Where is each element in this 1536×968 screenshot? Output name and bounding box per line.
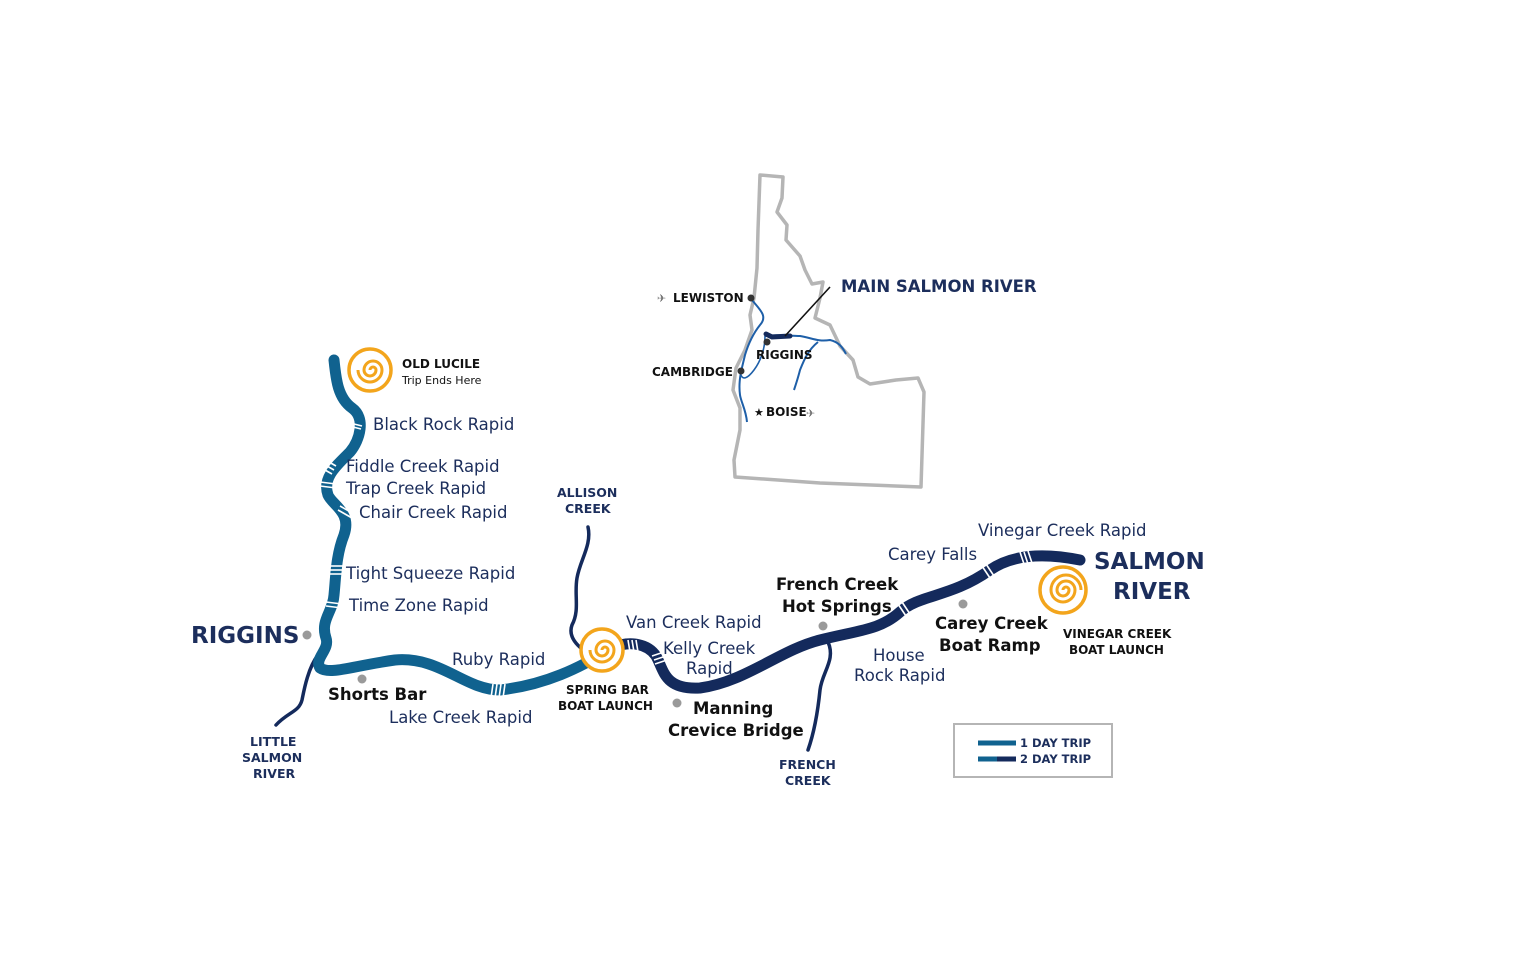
little-salmon-river-stream	[274, 653, 320, 727]
spring-bar-launch-label-1: SPRING BAR	[566, 683, 649, 697]
french-creek-label-2: CREEK	[785, 773, 832, 788]
spiral-launch-icon	[579, 627, 625, 673]
trap-creek-rapid-label: Trap Creek Rapid	[345, 479, 486, 498]
french-creek-hot-springs-dot	[818, 621, 828, 631]
french-creek-hot-springs-label-2: Hot Springs	[782, 597, 892, 616]
snake-river	[738, 299, 765, 423]
two-day-trip-legend-label: 2 DAY TRIP	[1020, 752, 1091, 766]
manning-crevice-label-1: Manning	[693, 699, 773, 718]
vinegar-creek-launch-label-1: VINEGAR CREEK	[1063, 627, 1172, 641]
lewiston-dot	[747, 294, 755, 302]
place-dots	[302, 599, 968, 708]
spring-bar-launch-label-2: BOAT LAUNCH	[558, 699, 653, 713]
airplane-icon: ✈	[657, 293, 666, 305]
one-day-trip-legend-label: 1 DAY TRIP	[1020, 736, 1091, 750]
vinegar-creek-rapid-label: Vinegar Creek Rapid	[978, 521, 1147, 540]
old-lucile-sublabel: Trip Ends Here	[401, 374, 482, 387]
allison-creek-label-1: ALLISON	[557, 485, 617, 500]
little-salmon-inset	[739, 335, 766, 379]
old-lucile-label: OLD LUCILE	[402, 357, 480, 371]
shorts-bar-label: Shorts Bar	[328, 685, 427, 704]
cambridge-dot	[737, 367, 745, 375]
little-salmon-label-3: RIVER	[253, 766, 295, 781]
fiddle-creek-rapid-label: Fiddle Creek Rapid	[346, 457, 500, 476]
allison-creek-stream	[569, 525, 591, 654]
carey-creek-boat-ramp-label-2: Boat Ramp	[939, 636, 1041, 655]
salmon-river-title-2: RIVER	[1113, 579, 1191, 605]
black-rock-rapid-label: Black Rock Rapid	[373, 415, 514, 434]
airplane-icon: ✈	[806, 408, 815, 420]
time-zone-rapid-label: Time Zone Rapid	[348, 596, 489, 615]
lewiston-label: LEWISTON	[673, 291, 744, 305]
french-creek-label-1: FRENCH	[779, 757, 836, 772]
riggins-dot	[302, 630, 312, 640]
main-salmon-river-label: MAIN SALMON RIVER	[841, 277, 1037, 296]
salmon-river-title-1: SALMON	[1094, 549, 1205, 575]
house-rock-rapid-label-2: Rock Rapid	[854, 666, 945, 685]
idaho-state-outline	[731, 173, 926, 489]
salmon-branch-inset	[793, 341, 819, 391]
spiral-launch-icon	[347, 347, 393, 393]
chair-creek-rapid-label: Chair Creek Rapid	[359, 503, 508, 522]
one-day-trip-river	[313, 354, 618, 696]
little-salmon-label-2: SALMON	[242, 750, 302, 765]
tributaries	[274, 525, 833, 752]
little-salmon-label-1: LITTLE	[250, 734, 296, 749]
french-creek-hot-springs-label-1: French Creek	[776, 575, 899, 594]
boise-label: BOISE	[766, 405, 807, 419]
house-rock-rapid-label-1: House	[873, 646, 925, 665]
star-icon: ★	[754, 407, 764, 419]
lake-creek-rapid-label: Lake Creek Rapid	[389, 708, 532, 727]
idaho-inset: MAIN SALMON RIVER LEWISTON ✈ RIGGINS CAM…	[652, 173, 1037, 489]
tight-squeeze-rapid-label: Tight Squeeze Rapid	[345, 564, 515, 583]
carey-falls-label: Carey Falls	[888, 545, 977, 564]
riggins-inset-label: RIGGINS	[756, 348, 813, 362]
shorts-bar-dot	[357, 674, 367, 684]
manning-crevice-label-2: Crevice Bridge	[668, 721, 804, 740]
cambridge-label: CAMBRIDGE	[652, 365, 733, 379]
french-creek-stream	[806, 640, 833, 752]
rapid-hatch-marks	[317, 421, 1033, 699]
legend-box	[953, 723, 1113, 778]
kelly-creek-rapid-label-2: Rapid	[686, 659, 733, 678]
carey-creek-boat-ramp-label-1: Carey Creek	[935, 614, 1049, 633]
legend: 1 DAY TRIP 2 DAY TRIP	[953, 723, 1113, 778]
van-creek-rapid-label: Van Creek Rapid	[626, 613, 762, 632]
main-salmon-leader-line	[784, 286, 831, 337]
spiral-launch-icon	[1038, 565, 1088, 615]
carey-creek-boat-ramp-dot	[958, 599, 968, 609]
kelly-creek-rapid-label-1: Kelly Creek	[663, 639, 756, 658]
riggins-label: RIGGINS	[191, 623, 299, 649]
manning-crevice-dot	[672, 698, 682, 708]
main-salmon-segment-inset	[763, 331, 793, 340]
riggins-inset-dot	[763, 338, 771, 346]
vinegar-creek-launch-label-2: BOAT LAUNCH	[1069, 643, 1164, 657]
ruby-rapid-label: Ruby Rapid	[452, 650, 545, 669]
allison-creek-label-2: CREEK	[565, 501, 612, 516]
